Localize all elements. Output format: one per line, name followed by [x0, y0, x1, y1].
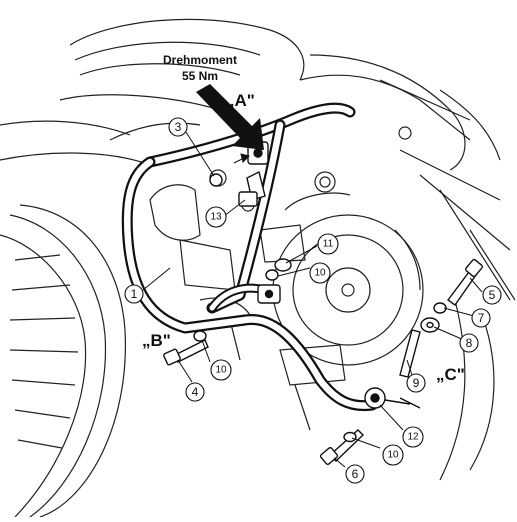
part-callout-7 — [471, 308, 491, 328]
part-callout-10-b — [210, 359, 232, 381]
part-callout-5 — [482, 285, 502, 305]
view-label-b: „B" — [142, 331, 171, 350]
part-number-6: 6 — [352, 467, 359, 481]
torque-label-line1: Drehmoment — [163, 53, 237, 67]
part-callout-4 — [185, 382, 205, 402]
part-callout-11 — [317, 233, 339, 255]
part-callout-1 — [124, 284, 144, 304]
part-number-10-bottom: 10 — [387, 450, 399, 461]
part-callouts — [124, 117, 502, 484]
part-callout-6 — [345, 464, 365, 484]
part-number-3: 3 — [175, 120, 182, 134]
torque-label-line2: 55 Nm — [182, 69, 218, 83]
motorcycle-outline — [0, 18, 516, 518]
part-number-9: 9 — [413, 376, 420, 390]
part-number-1: 1 — [131, 287, 138, 301]
part-number-10-mid: 10 — [314, 268, 326, 279]
part-callout-9 — [406, 373, 426, 393]
torque-arrow — [196, 84, 264, 150]
view-label-a: „A" — [226, 91, 255, 110]
spacer-9 — [399, 329, 421, 378]
leader-lines — [142, 131, 483, 468]
part-number-7: 7 — [478, 311, 485, 325]
part-callout-12 — [402, 426, 424, 448]
part-number-4: 4 — [192, 385, 199, 399]
view-label-c: „C" — [436, 365, 465, 384]
part-callout-10-mid — [309, 262, 331, 284]
part-number-13: 13 — [210, 212, 222, 223]
part-number-12: 12 — [407, 432, 419, 443]
part-numbers: 1 3 4 5 6 7 8 9 10 10 10 11 12 13 — [131, 120, 496, 481]
part-callout-3 — [168, 117, 188, 137]
part-callout-8 — [459, 333, 479, 353]
part-number-8: 8 — [466, 336, 473, 350]
part-callout-13 — [205, 206, 227, 228]
part-number-5: 5 — [489, 288, 496, 302]
part-callout-10-bottom — [382, 444, 404, 466]
crash-bar — [121, 102, 378, 412]
part-number-11: 11 — [323, 239, 334, 250]
part-number-10-b: 10 — [215, 365, 227, 376]
